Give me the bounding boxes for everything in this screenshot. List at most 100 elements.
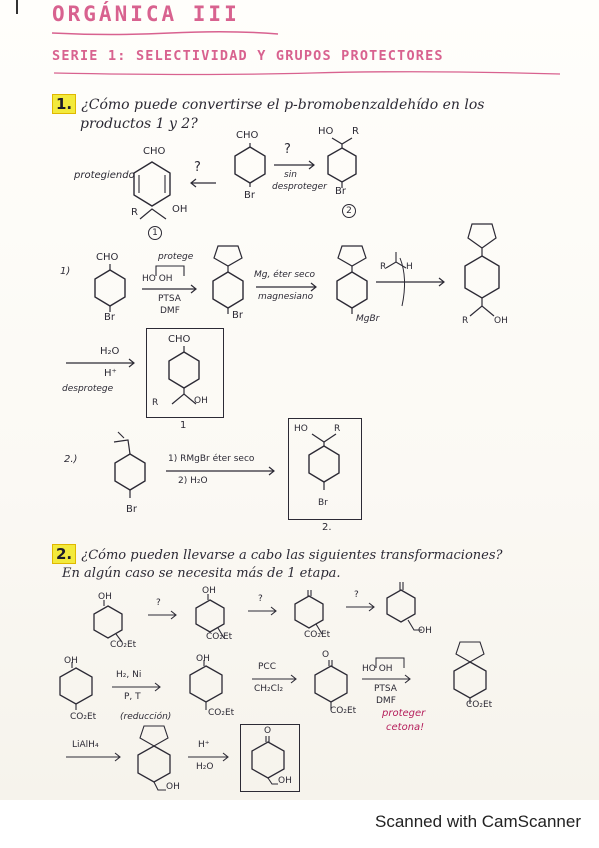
page-subtitle: SERIE 1: SELECTIVIDAD Y GRUPOS PROTECTOR… (52, 48, 444, 64)
route1-grignard (332, 244, 372, 316)
route2-product-benzene (304, 432, 344, 496)
q2-st-pcc: PCC (258, 662, 276, 672)
q2-ov-ketoalcohol (384, 582, 428, 640)
arrow-left (188, 178, 218, 188)
q2-st-h2ni: H₂, Ni (116, 670, 142, 680)
scanner-watermark: Scanned with CamScanner (374, 812, 581, 831)
q2-st-oh-2: OH (196, 654, 210, 664)
q2-ov-arrow-1 (146, 610, 180, 620)
route1-product-box (146, 328, 224, 418)
q2-st-cyclohexanol (188, 660, 228, 712)
route2-product-r: R (334, 424, 341, 434)
q2-st-pt: P, T (124, 692, 141, 702)
benzene-start (232, 143, 268, 187)
q2-ov-q-1: ? (156, 598, 161, 608)
note-protegiendo: protegiendo (74, 170, 135, 181)
route2-br: Br (126, 504, 137, 515)
route1-alcohol-oh: OH (494, 316, 508, 326)
q2-st-co2et-2: CO₂Et (208, 708, 235, 718)
label-r-product2: R (352, 126, 359, 137)
label-ho-product2: HO (318, 126, 334, 137)
route1-product-cho: CHO (168, 334, 191, 345)
route2-product-label: 2. (322, 522, 332, 533)
question-2-line2: En algún caso se necesita más de 1 etapa… (62, 566, 341, 581)
label-oh: OH (172, 204, 188, 215)
q2-ov-arrow-2 (246, 606, 280, 616)
label-product-1: 1 (148, 226, 162, 240)
route2-ketone-benzene (110, 430, 150, 502)
label-br-start: Br (244, 190, 255, 201)
route1-tag: 1) (60, 266, 71, 277)
route2-reagent-2: 2) H₂O (178, 476, 208, 486)
benzene-product-1-overview (130, 160, 174, 210)
question-2: 2. ¿Cómo pueden llevarse a cabo las sigu… (52, 544, 503, 564)
route1-diol-bracket (150, 264, 190, 276)
q-mark-left: ? (194, 160, 201, 175)
route1-deprot-h2o: H₂O (100, 346, 120, 357)
route2-product-box (288, 418, 362, 520)
q2-st-diol: HO OH (362, 664, 393, 674)
q2-st-hplus: H⁺ (198, 740, 210, 750)
question-2-line1: ¿Cómo pueden llevarse a cabo las siguien… (81, 548, 503, 563)
route1-arrow-deprot (64, 358, 138, 368)
q2-st-oh-3: OH (166, 782, 180, 792)
route1-mg-note2: magnesiano (258, 292, 314, 302)
q-mark-right: ? (284, 142, 291, 157)
route1-benzene-1 (92, 264, 128, 312)
q2-st-arrow-1 (110, 682, 164, 692)
route1-deprot-note: desprotege (62, 384, 114, 394)
route1-arrow-2 (254, 282, 320, 292)
route2-reagent-1: 1) RMgBr éter seco (168, 454, 255, 464)
q2-ov-oh-3: OH (418, 626, 432, 636)
q2-st-co2et-1: CO₂Et (70, 712, 97, 722)
title-underline (50, 30, 280, 38)
scanned-page: ORGÁNICA III SERIE 1: SELECTIVIDAD Y GRU… (0, 0, 599, 800)
question-1-number: 1. (52, 94, 77, 114)
q2-final-box (240, 724, 300, 792)
q2-st-arrow-2 (250, 674, 300, 684)
route1-aldehyde-h: H (406, 262, 413, 272)
q2-st-co2et-3: CO₂Et (330, 706, 357, 716)
q2-st-ketal-ester (446, 640, 500, 706)
q2-st-ptsa: PTSA (374, 684, 397, 694)
q2-ov-arrow-3 (344, 602, 378, 612)
q2-st-dmf: DMF (376, 696, 396, 706)
label-r: R (131, 207, 138, 218)
route1-arrow-1 (140, 284, 200, 294)
note-sin: sin (284, 170, 297, 180)
label-br-product2: Br (335, 186, 346, 197)
route1-aldehyde-r: R (380, 262, 387, 272)
q2-st-co2et-4: CO₂Et (466, 700, 493, 710)
route1-ptsa: PTSA (158, 294, 181, 304)
route1-deprot-h: H⁺ (104, 368, 117, 379)
q2-st-diol-bracket (370, 656, 410, 668)
route1-alcohol-product (452, 222, 512, 326)
q2-st-proteger-2: cetona! (386, 722, 425, 733)
route1-mgbr: MgBr (356, 314, 380, 324)
q2-st-arrow-3 (360, 674, 414, 684)
q2-ov-oh-2: OH (202, 586, 216, 596)
route1-cho: CHO (96, 252, 119, 263)
route1-aldehyde-arrow (372, 248, 448, 308)
q2-st-arrow-4 (64, 752, 124, 762)
route1-acetal-benzene (208, 244, 248, 316)
route1-alcohol-r: R (462, 316, 469, 326)
bond-r-oh (136, 205, 186, 225)
q2-ov-co2et-1: CO₂Et (110, 640, 137, 650)
question-1: 1. ¿Cómo puede convertirse el p-bromoben… (52, 94, 484, 114)
route2-tag: 2.) (64, 454, 78, 465)
arrow-right (272, 160, 318, 170)
q2-st-ch2cl2: CH₂Cl₂ (254, 684, 284, 694)
route1-product-label: 1 (180, 420, 187, 431)
benzene-product-2-overview (326, 136, 362, 190)
q2-st-ketoester (312, 660, 352, 712)
route1-product-oh: OH (194, 396, 208, 406)
q2-ov-phenol (92, 600, 126, 644)
q2-ov-cyclohexanol (194, 594, 230, 640)
q2-st-reduccion: (reducción) (120, 712, 172, 722)
note-desproteger: desproteger (272, 182, 327, 192)
q2-ov-co2et-3: CO₂Et (304, 630, 331, 640)
subtitle-underline (52, 70, 562, 78)
q2-ov-co2et-2: CO₂Et (206, 632, 233, 642)
q2-st-oh-1: OH (64, 656, 78, 666)
